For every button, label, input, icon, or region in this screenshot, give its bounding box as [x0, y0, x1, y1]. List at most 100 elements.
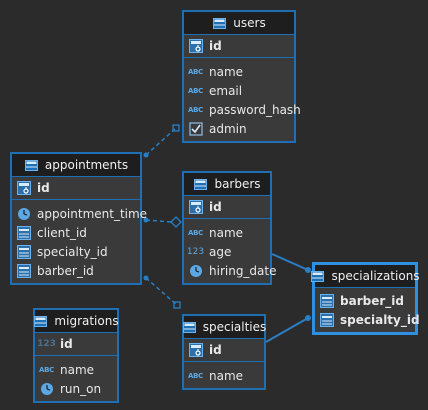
column-row-appointment-time[interactable]: appointment_time — [12, 204, 147, 223]
abc-type-icon: ABC — [188, 228, 203, 237]
table-icon — [33, 314, 48, 328]
clock-icon — [39, 382, 54, 396]
column-name: appointment_time — [37, 206, 148, 221]
abc-type-icon: ABC — [39, 365, 54, 374]
column-name: id — [209, 200, 222, 214]
column-row-barber-id[interactable]: barber_id — [12, 261, 140, 280]
table-appointments[interactable]: appointments id appointment_time client_… — [10, 152, 147, 285]
table-specialties[interactable]: specialties id ABC name — [182, 314, 266, 390]
column-name: barber_id — [37, 263, 94, 278]
table-title: appointments — [44, 158, 129, 172]
edge-endpoint-diamond — [170, 216, 182, 228]
table-header[interactable]: appointments — [12, 154, 140, 177]
table-title: specializations — [331, 269, 420, 283]
edge-appointments-specialties — [145, 277, 178, 306]
column-row-name[interactable]: ABC name — [184, 223, 270, 242]
table-title: users — [233, 16, 266, 30]
table-header[interactable]: barbers — [184, 173, 270, 196]
column-name: barber_id — [340, 293, 404, 308]
column-row-barber-id[interactable]: barber_id — [315, 291, 415, 310]
foreign-key-icon — [16, 263, 31, 278]
edge-specializations-specialties — [265, 317, 309, 343]
key-icon — [16, 181, 31, 195]
table-title: barbers — [214, 177, 261, 191]
column-name: id — [209, 39, 222, 53]
column-name: name — [209, 368, 244, 383]
table-header[interactable]: users — [184, 12, 294, 35]
column-name: admin — [209, 121, 247, 136]
column-row-id[interactable]: 123 id — [35, 333, 117, 356]
column-name: id — [37, 181, 50, 195]
column-name: id — [209, 343, 222, 357]
column-name: client_id — [37, 225, 87, 240]
table-specializations[interactable]: specializations barber_id specialty_id — [311, 263, 420, 334]
table-header[interactable]: specializations — [311, 265, 420, 288]
edge-endpoint-dot — [143, 275, 149, 281]
column-name: password_hash — [209, 102, 301, 117]
column-row-age[interactable]: 123 age — [184, 242, 270, 261]
numeric-type-icon: 123 — [186, 246, 205, 257]
table-users[interactable]: users id ABC name ABC email ABC password_ha… — [182, 10, 301, 143]
column-name: name — [209, 64, 244, 79]
column-name: run_on — [60, 381, 102, 396]
table-icon — [193, 177, 208, 191]
table-icon — [310, 269, 325, 283]
foreign-key-icon — [319, 312, 334, 327]
column-row-admin[interactable]: admin — [184, 119, 294, 138]
key-icon — [188, 39, 203, 53]
column-name: specialty_id — [340, 312, 420, 327]
table-header[interactable]: migrations — [33, 310, 119, 333]
key-icon — [188, 200, 203, 214]
column-row-id[interactable]: id — [12, 177, 140, 200]
column-row-name[interactable]: ABC name — [184, 366, 264, 385]
key-icon — [188, 343, 203, 357]
column-row-password-hash[interactable]: ABC password_hash — [184, 100, 301, 119]
column-row-specialty-id[interactable]: specialty_id — [315, 310, 420, 329]
abc-type-icon: ABC — [188, 86, 203, 95]
column-row-id[interactable]: id — [184, 339, 264, 362]
column-row-id[interactable]: id — [184, 196, 270, 219]
column-name: hiring_date — [209, 263, 277, 278]
column-row-email[interactable]: ABC email — [184, 81, 294, 100]
checkbox-icon — [188, 121, 203, 136]
column-row-run-on[interactable]: run_on — [35, 379, 117, 398]
edge-endpoint-dot — [305, 267, 311, 273]
column-row-specialty-id[interactable]: specialty_id — [12, 242, 140, 261]
abc-type-icon: ABC — [188, 371, 203, 380]
edge-endpoint-box — [172, 124, 180, 132]
column-row-client-id[interactable]: client_id — [12, 223, 140, 242]
table-icon — [212, 16, 227, 30]
column-name: email — [209, 83, 243, 98]
table-title: specialties — [202, 320, 267, 334]
edge-endpoint-dot — [143, 152, 149, 158]
table-header[interactable]: specialties — [182, 316, 267, 339]
table-barbers[interactable]: barbers id ABC name 123 age hiring_date — [182, 171, 277, 285]
abc-type-icon: ABC — [188, 105, 203, 114]
edge-endpoint-box — [173, 301, 181, 309]
edge-endpoint-dot — [143, 217, 149, 223]
foreign-key-icon — [319, 293, 334, 308]
table-title: migrations — [54, 314, 119, 328]
column-name: id — [60, 337, 73, 351]
edge-specializations-barbers — [271, 253, 309, 271]
clock-icon — [16, 207, 31, 221]
foreign-key-icon — [16, 225, 31, 240]
column-row-id[interactable]: id — [184, 35, 294, 58]
column-row-name[interactable]: ABC name — [184, 62, 294, 81]
column-name: name — [209, 225, 244, 240]
clock-icon — [188, 264, 203, 278]
column-name: age — [209, 244, 232, 259]
edge-appointments-barbers — [145, 219, 172, 223]
numeric-type-icon: 123 — [37, 339, 56, 349]
edge-endpoint-dot — [305, 315, 311, 321]
foreign-key-icon — [16, 244, 31, 259]
column-row-hiring-date[interactable]: hiring_date — [184, 261, 277, 280]
column-name: specialty_id — [37, 244, 108, 259]
abc-type-icon: ABC — [188, 67, 203, 76]
edge-appointments-users — [145, 127, 177, 156]
table-icon — [182, 320, 197, 334]
table-icon — [24, 158, 39, 172]
